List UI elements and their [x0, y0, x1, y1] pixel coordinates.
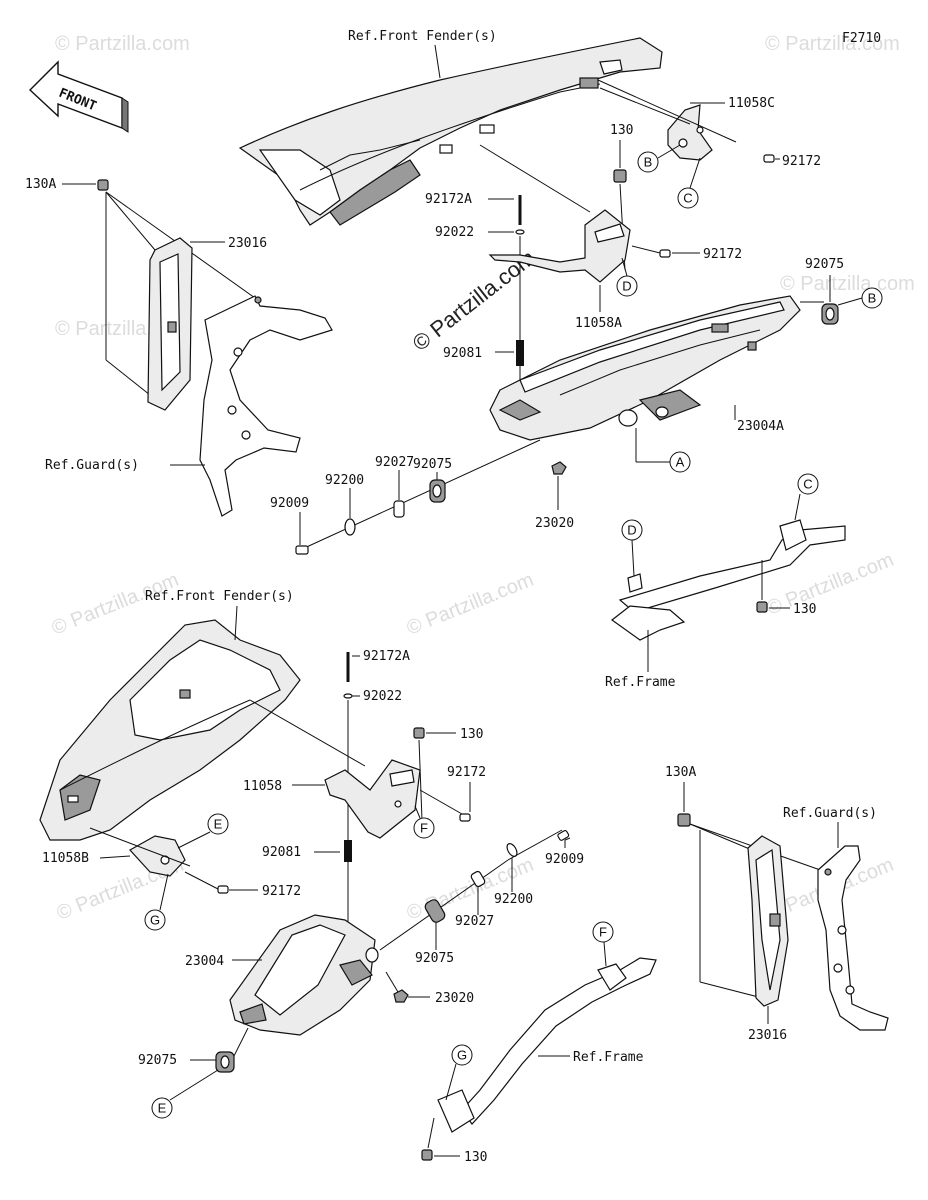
- ref-front-fender-label-top: Ref.Front Fender(s): [348, 29, 497, 44]
- callout-F: F: [420, 821, 428, 836]
- bolt-icon: [756, 601, 768, 613]
- part-92172-label-1: 92172: [782, 154, 821, 169]
- washer-icon: [506, 843, 518, 857]
- bolt-icon: [677, 813, 691, 827]
- bracket-11058c: [667, 104, 713, 161]
- part-92022-label-top: 92022: [435, 225, 474, 240]
- part-92027-label-bottom: 92027: [455, 914, 494, 929]
- part-23004-label: 23004: [185, 954, 224, 969]
- figure-code: F2710: [842, 31, 881, 46]
- part-92075-label-bottom-mid: 92075: [415, 951, 454, 966]
- collar-icon: [393, 500, 405, 518]
- part-92172A-label-bottom: 92172A: [363, 649, 410, 664]
- ref-frame-label-bottom: Ref.Frame: [573, 1050, 644, 1065]
- part-92200-label-top: 92200: [325, 473, 364, 488]
- part-23016-label-top: 23016: [228, 236, 267, 251]
- bolt-icon: [421, 1149, 433, 1161]
- frame-bottom: [437, 957, 657, 1133]
- watermark: © Partzilla.com: [780, 273, 915, 295]
- part-23020-label-bottom: 23020: [435, 991, 474, 1006]
- part-92172A-label-top: 92172A: [425, 192, 472, 207]
- part-130-label-bottom: 130: [464, 1150, 487, 1165]
- front-arrow-icon: FRONT: [28, 60, 129, 133]
- part-23004A-label: 23004A: [737, 419, 784, 434]
- washer-icon: [344, 518, 356, 536]
- part-92081-label-top: 92081: [443, 346, 482, 361]
- bolt-icon: [413, 727, 425, 739]
- reflector-23016-right: [747, 835, 789, 1007]
- bolt-icon: [557, 830, 570, 841]
- watermark: © Partzilla.com: [55, 33, 190, 55]
- callout-B: B: [644, 155, 653, 170]
- frame-top-right: [610, 519, 846, 641]
- reflector-23016-left: [147, 237, 193, 411]
- guard-bracket-left: [199, 295, 333, 517]
- callout-C: C: [683, 191, 692, 206]
- part-92172-label-3: 92172: [447, 765, 486, 780]
- part-92200-label-bottom: 92200: [494, 892, 533, 907]
- nut-icon: [551, 461, 567, 475]
- bracket-11058a: [488, 209, 631, 283]
- part-130A-label-bottom: 130A: [665, 765, 696, 780]
- part-92075-label-bottom-left: 92075: [138, 1053, 177, 1068]
- part-92022-label-bottom: 92022: [363, 689, 402, 704]
- part-92172-label-4: 92172: [262, 884, 301, 899]
- grommet-icon: [821, 303, 839, 325]
- bracket-11058b: [129, 835, 186, 877]
- part-130-label-mid: 130: [460, 727, 483, 742]
- grommet-icon: [215, 1051, 235, 1073]
- callout-C-2: C: [803, 477, 812, 492]
- part-11058C-label: 11058C: [728, 96, 775, 111]
- callout-D-2: D: [627, 523, 636, 538]
- ref-frame-label-top: Ref.Frame: [605, 675, 676, 690]
- ref-guard-label-top: Ref.Guard(s): [45, 458, 139, 473]
- bolt-icon: [659, 249, 671, 258]
- part-11058A-label: 11058A: [575, 316, 622, 331]
- callout-F-2: F: [599, 925, 607, 940]
- part-92172-label-2: 92172: [703, 247, 742, 262]
- bolt-icon: [459, 813, 471, 822]
- bolt-icon: [613, 169, 627, 183]
- callout-G-2: G: [457, 1048, 467, 1063]
- watermark: © Partzilla.com: [404, 569, 537, 640]
- grommet-icon: [424, 899, 446, 923]
- callout-E-2: E: [158, 1101, 167, 1116]
- part-11058B-label: 11058B: [42, 851, 89, 866]
- bolt-icon: [217, 885, 229, 894]
- callout-A: A: [676, 455, 685, 470]
- callout-G: G: [150, 913, 160, 928]
- bolt-icon: [763, 154, 775, 163]
- front-fender-top: [238, 37, 663, 226]
- collar-icon: [470, 870, 486, 888]
- nut-icon: [393, 989, 409, 1003]
- part-92075-label-top-left: 92075: [413, 457, 452, 472]
- bolt-icon: [97, 179, 109, 191]
- part-130A-label-top: 130A: [25, 177, 56, 192]
- part-23020-label-top: 23020: [535, 516, 574, 531]
- part-130-label-top-right: 130: [793, 602, 816, 617]
- part-11058-label: 11058: [243, 779, 282, 794]
- tail-light-23004a: [489, 295, 801, 441]
- part-23016-label-bottom: 23016: [748, 1028, 787, 1043]
- ref-guard-label-bottom: Ref.Guard(s): [783, 806, 877, 821]
- grommet-icon: [429, 479, 446, 503]
- tail-light-23004: [229, 914, 379, 1036]
- callout-D: D: [622, 279, 631, 294]
- bracket-11058: [324, 759, 421, 839]
- part-92081-label-bottom: 92081: [262, 845, 301, 860]
- part-92009-label-top: 92009: [270, 496, 309, 511]
- callout-E: E: [214, 817, 223, 832]
- part-92009-label-bottom: 92009: [545, 852, 584, 867]
- part-92027-label-top: 92027: [375, 455, 414, 470]
- front-fender-bottom: [39, 619, 301, 841]
- callout-B-2: B: [868, 291, 877, 306]
- guard-bracket-right: [817, 845, 889, 1031]
- bolt-icon: [295, 545, 309, 555]
- part-130-label-top: 130: [610, 123, 633, 138]
- ref-front-fender-label-bottom: Ref.Front Fender(s): [145, 589, 294, 604]
- watermark: © Partzilla.com: [765, 33, 900, 55]
- watermark: © Partzilla.com: [49, 569, 182, 640]
- part-92075-label-top-right: 92075: [805, 257, 844, 272]
